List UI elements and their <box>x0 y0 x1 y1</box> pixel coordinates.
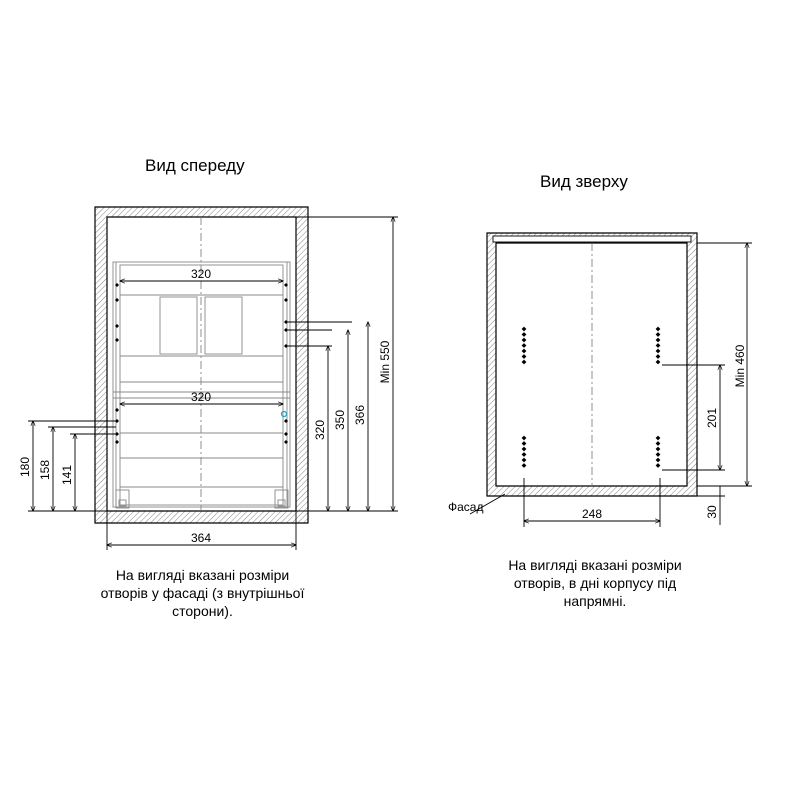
top-note-line-2: отворів, в дні корпусу під <box>513 575 677 591</box>
hole-marker <box>521 337 527 343</box>
hole-marker <box>521 463 527 468</box>
hole-marker <box>521 457 527 463</box>
dim-201-label: 201 <box>705 408 719 428</box>
hole-marker <box>115 408 119 412</box>
dim-min550-label: Min 550 <box>378 340 392 383</box>
hole-marker <box>284 283 288 287</box>
accent-hole-marker <box>280 410 288 418</box>
hole-marker <box>655 354 661 359</box>
hole-marker <box>284 419 288 423</box>
top-back-strip <box>492 235 692 243</box>
dim-left-verticals <box>28 421 116 511</box>
front-note-line-3: сторони). <box>172 603 233 619</box>
hole-marker <box>115 298 119 302</box>
hole-marker <box>655 337 661 343</box>
hole-marker <box>115 440 119 444</box>
hole-marker <box>655 452 661 457</box>
hole-marker <box>284 344 288 348</box>
hole-marker <box>655 435 661 441</box>
hole-marker <box>521 348 527 354</box>
top-view: Min 460 201 248 30 Фасад <box>448 232 752 527</box>
hole-marker <box>284 320 288 324</box>
hole-marker <box>655 332 661 337</box>
top-note-line-3: напрямні. <box>563 593 627 609</box>
dim-320-top: 320 <box>120 267 283 281</box>
dim-141-label: 141 <box>60 465 74 485</box>
facade-label: Фасад <box>448 500 483 514</box>
hole-marker <box>521 435 527 441</box>
hole-marker <box>115 338 119 342</box>
hole-marker <box>115 324 119 328</box>
dim-248-label: 248 <box>582 507 602 521</box>
dim-158-label: 158 <box>38 460 52 480</box>
hole-marker <box>115 419 119 423</box>
hole-marker <box>284 328 288 332</box>
dim-320-mid: 320 <box>120 390 283 404</box>
top-hole-markers <box>521 326 661 468</box>
hole-marker <box>655 343 661 348</box>
front-view: 320 320 364 180 158 141 <box>18 206 398 550</box>
hole-marker <box>655 441 661 446</box>
hole-marker <box>521 359 527 365</box>
hole-marker <box>655 446 661 452</box>
dim-320-top-label: 320 <box>191 267 211 281</box>
front-cabinet-frame <box>94 206 309 524</box>
dim-350-label: 350 <box>333 410 347 430</box>
dim-180-label: 180 <box>18 457 32 477</box>
dim-right-verticals <box>287 217 398 511</box>
top-note-line-1: На вигляді вказані розміри <box>508 557 682 573</box>
hole-marker <box>115 283 119 287</box>
dim-364 <box>107 511 296 550</box>
top-view-title: Вид зверху <box>540 172 628 191</box>
hole-marker <box>115 432 119 436</box>
front-view-title: Вид спереду <box>145 156 245 175</box>
hole-marker <box>521 354 527 359</box>
dim-320-mid-label: 320 <box>191 390 211 404</box>
hole-marker <box>655 348 661 354</box>
front-hole-markers <box>115 283 288 444</box>
hole-marker <box>521 446 527 452</box>
hole-marker <box>284 432 288 436</box>
top-dims <box>469 243 752 527</box>
hole-marker <box>655 457 661 463</box>
dim-min460-label: Min 460 <box>733 344 747 387</box>
front-note-line-2: отворів у фасаді (з внутрішньої <box>100 585 305 601</box>
dim-320-vert-label: 320 <box>313 420 327 440</box>
front-view-note: На вигляді вказані розміри отворів у фас… <box>95 566 310 620</box>
dim-364-label: 364 <box>191 531 211 545</box>
hole-marker <box>284 298 288 302</box>
hole-marker <box>655 326 661 332</box>
hole-marker <box>521 452 527 457</box>
drawer-assembly <box>112 261 291 509</box>
hole-marker <box>655 463 661 468</box>
dim-366-label: 366 <box>353 405 367 425</box>
hole-marker <box>521 441 527 446</box>
hole-marker <box>521 343 527 348</box>
dim-30-label: 30 <box>705 505 719 519</box>
hole-marker <box>655 359 661 365</box>
hole-marker <box>521 332 527 337</box>
hole-marker <box>521 326 527 332</box>
top-view-note: На вигляді вказані розміри отворів, в дн… <box>490 556 700 610</box>
front-note-line-1: На вигляді вказані розміри <box>115 567 290 583</box>
hole-marker <box>284 440 288 444</box>
